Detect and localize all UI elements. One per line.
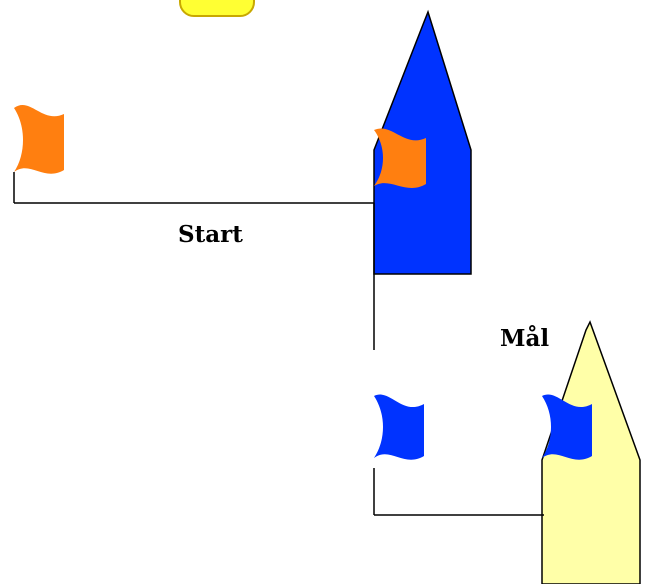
start-label: Start: [178, 221, 243, 248]
start-flag-left: [14, 104, 64, 174]
blue-flag-icon: [374, 394, 424, 460]
start-line: [13, 172, 375, 350]
buoy-body: [179, 0, 255, 17]
orange-flag-icon: [14, 104, 64, 174]
finish-line: [373, 468, 544, 516]
finish-flag-right: [542, 394, 592, 460]
finish-flag-left: [374, 394, 424, 460]
buoy-icon: [179, 0, 255, 17]
finish-label: Mål: [500, 325, 549, 352]
blue-flag-icon: [542, 394, 592, 460]
start-flag-right: [374, 128, 426, 188]
orange-flag-icon: [374, 128, 426, 188]
